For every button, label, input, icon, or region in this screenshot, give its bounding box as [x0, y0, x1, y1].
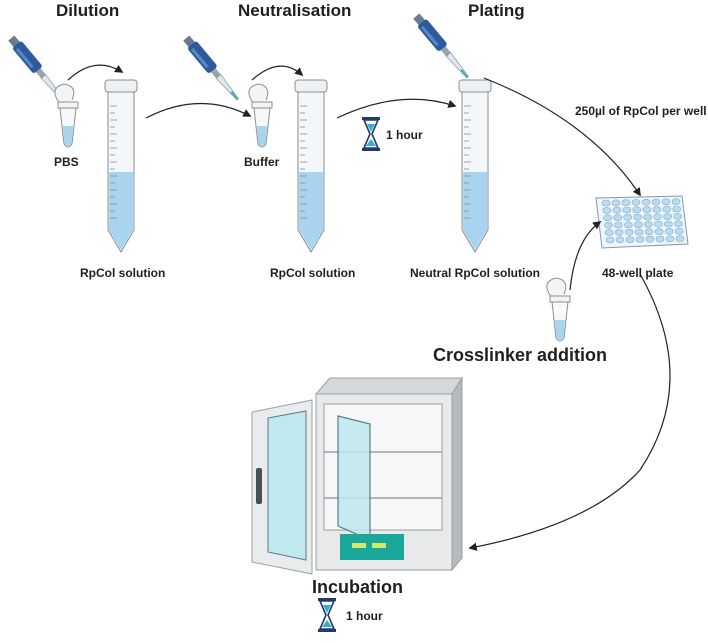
well [604, 229, 614, 236]
well [632, 206, 642, 214]
hourglass-icon [361, 116, 381, 152]
well [612, 206, 622, 214]
well [652, 206, 662, 213]
neutral-solution-label: Neutral RpCol solution [410, 266, 540, 280]
well [664, 228, 674, 235]
well [604, 221, 613, 229]
transfer-arrow [251, 65, 304, 81]
well [662, 205, 672, 213]
plate-label: 48-well plate [602, 266, 674, 280]
well [614, 229, 624, 236]
well-plate-icon [595, 195, 689, 249]
well [624, 228, 634, 236]
well [645, 235, 655, 243]
microtube-icon [546, 277, 571, 342]
falcon-tube-icon [104, 79, 138, 253]
well [672, 205, 682, 213]
well [634, 221, 643, 228]
wait-time-label: 1 hour [386, 128, 423, 142]
step-arrow [145, 102, 252, 119]
well [654, 228, 664, 235]
incubation-arrow [468, 273, 671, 551]
transfer-arrow [67, 64, 124, 81]
well [665, 235, 675, 243]
well [633, 213, 642, 221]
well [661, 198, 671, 206]
well [614, 221, 623, 229]
well [625, 236, 635, 243]
well [675, 235, 685, 242]
incubation-time-label: 1 hour [346, 609, 383, 623]
crosslinker-title: Crosslinker addition [433, 345, 608, 365]
well [611, 199, 621, 207]
falcon-tube-icon [294, 79, 328, 253]
well [613, 214, 622, 221]
microtube-icon [248, 83, 273, 148]
hourglass-icon [317, 597, 337, 633]
well [605, 236, 615, 244]
well [651, 198, 661, 206]
well [622, 206, 632, 214]
well [643, 213, 652, 221]
incubation-title: Incubation [312, 577, 403, 597]
well [673, 213, 682, 220]
step-title-dilution: Dilution [56, 1, 120, 20]
well [642, 206, 652, 213]
well [663, 213, 672, 220]
well [664, 220, 673, 228]
falcon-tube-icon [458, 79, 492, 253]
reagent-label-pbs: PBS [54, 155, 79, 169]
well [671, 198, 681, 205]
well [602, 207, 612, 214]
well [635, 236, 645, 243]
well [615, 236, 625, 244]
well [644, 221, 653, 228]
crosslinker-arrow [569, 221, 602, 291]
solution-label: RpCol solution [270, 266, 356, 280]
well [621, 199, 631, 206]
plating-arrow [483, 77, 641, 197]
well [623, 214, 632, 221]
well [631, 199, 641, 206]
well [601, 199, 611, 207]
solution-label: RpCol solution [80, 266, 166, 280]
volume-note: 250µl of RpCol per well [575, 104, 707, 118]
pipette-icon [181, 33, 243, 104]
step-arrow [336, 98, 457, 119]
well [653, 213, 662, 221]
reagent-label-buffer: Buffer [244, 155, 280, 169]
well [641, 198, 651, 206]
pipette-icon [411, 11, 473, 82]
well [603, 214, 612, 222]
step-title-neutralisation: Neutralisation [238, 1, 352, 20]
microtube-icon [54, 83, 79, 148]
well [655, 235, 665, 243]
well [674, 227, 684, 235]
well [674, 220, 683, 228]
well [634, 228, 644, 236]
well [654, 220, 663, 228]
step-title-plating: Plating [468, 1, 525, 20]
well [644, 228, 654, 236]
well [624, 221, 633, 229]
incubator-icon [251, 376, 463, 575]
